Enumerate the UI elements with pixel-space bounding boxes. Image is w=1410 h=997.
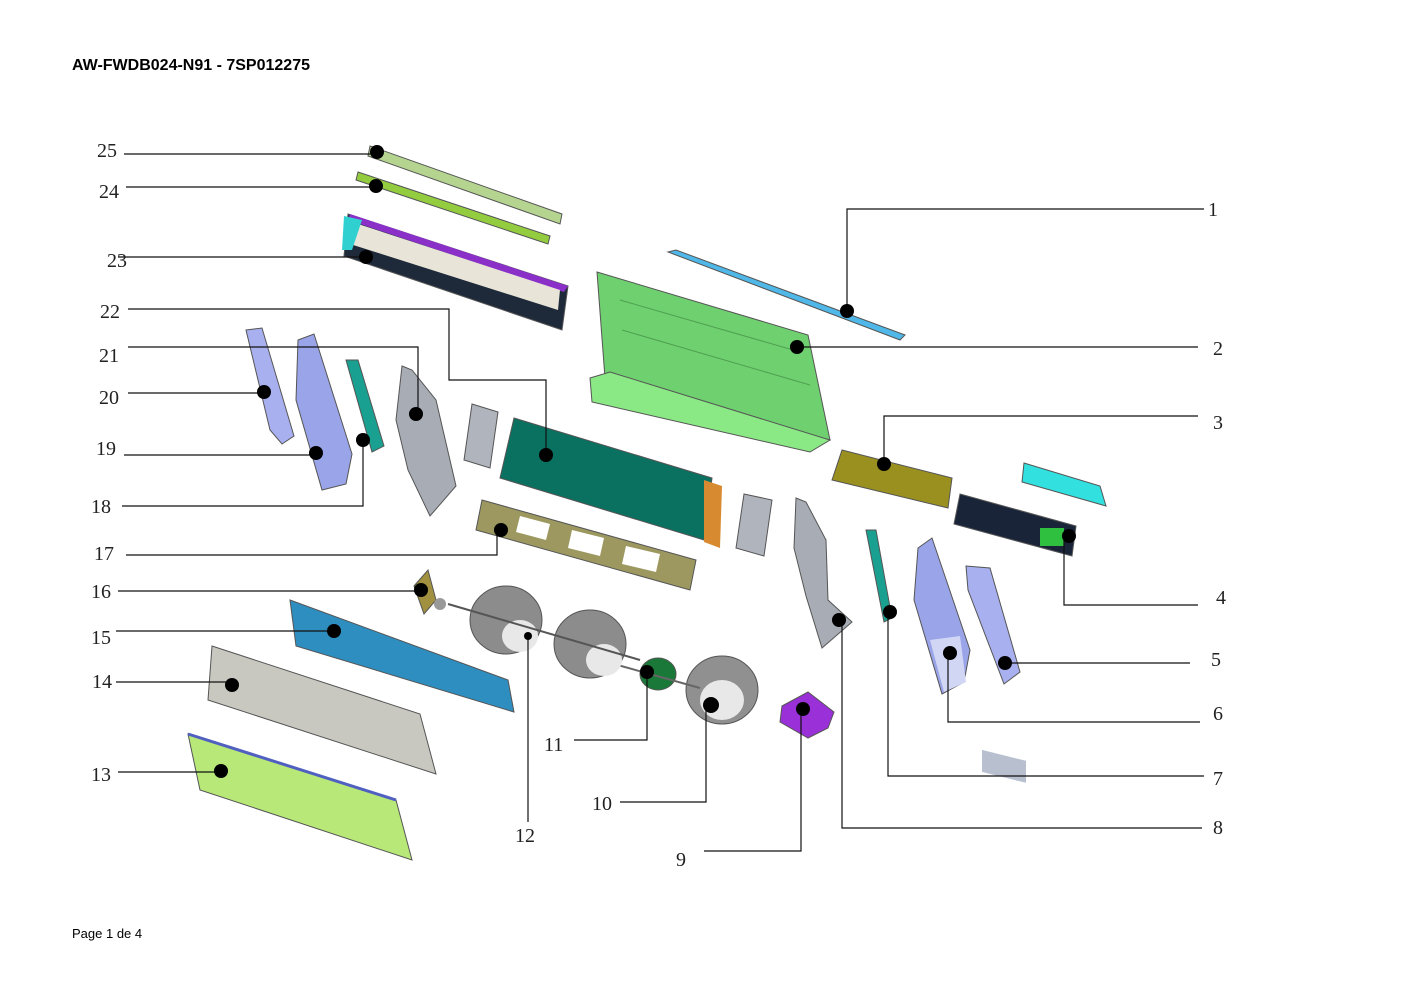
part-side-cover-left <box>295 333 353 491</box>
callout-1: 1 <box>1208 199 1218 221</box>
callout-7: 7 <box>1213 768 1223 790</box>
callout-13: 13 <box>91 764 111 786</box>
part-horizontal-louver-lower <box>355 171 551 245</box>
callout-24: 24 <box>99 181 119 203</box>
callout-17: 17 <box>94 543 114 565</box>
part-side-cover-left-outer <box>245 327 295 445</box>
part-display-cover <box>1021 462 1107 507</box>
part-back-mounting-plate <box>589 271 832 453</box>
part-side-cover-right-outer <box>965 565 1021 685</box>
callout-21: 21 <box>99 345 119 367</box>
part-electric-box-cover <box>831 449 953 509</box>
callout-14: 14 <box>92 671 112 693</box>
part-side-plate-left <box>395 365 457 517</box>
part-control-board <box>953 493 1077 783</box>
callout-4: 4 <box>1216 587 1226 609</box>
callout-11: 11 <box>544 734 563 756</box>
callout-25: 25 <box>97 140 117 162</box>
callout-16: 16 <box>91 581 111 603</box>
part-fan-motor <box>613 657 701 691</box>
callout-numbers: 1 2 3 4 5 6 7 8 9 10 11 12 13 14 15 16 1… <box>91 140 1226 871</box>
part-small-plate-right <box>735 493 773 557</box>
callout-10: 10 <box>592 793 612 815</box>
part-louver-assembly <box>342 213 569 331</box>
callout-22: 22 <box>100 301 120 323</box>
callout-18: 18 <box>91 496 111 518</box>
callout-2: 2 <box>1213 338 1223 360</box>
callout-8: 8 <box>1213 817 1223 839</box>
part-small-plate-left <box>463 403 499 469</box>
part-blower-wheels-left <box>447 585 641 679</box>
document-title: AW-FWDB024-N91 - 7SP012275 <box>72 57 310 74</box>
part-motor-support <box>779 691 835 739</box>
callout-19: 19 <box>96 438 116 460</box>
callout-15: 15 <box>91 627 111 649</box>
callout-6: 6 <box>1213 703 1223 725</box>
leader-lines <box>116 153 1204 852</box>
callout-12: 12 <box>515 825 535 847</box>
part-electric-box-base <box>475 499 697 591</box>
callout-dots <box>214 145 1076 778</box>
callout-5: 5 <box>1211 649 1221 671</box>
page-number: Page 1 de 4 <box>72 926 143 941</box>
part-evaporator-bracket <box>345 359 385 453</box>
part-evaporator-coil <box>499 417 722 548</box>
part-horizontal-louver-upper <box>367 145 563 225</box>
callout-9: 9 <box>676 849 686 871</box>
part-air-filter <box>187 732 413 861</box>
callout-20: 20 <box>99 387 119 409</box>
callout-23: 23 <box>107 250 127 272</box>
part-side-plate-right <box>793 497 853 649</box>
callout-3: 3 <box>1213 412 1223 434</box>
part-blower-wheel-right <box>685 655 759 725</box>
part-side-cover-right <box>913 537 971 695</box>
